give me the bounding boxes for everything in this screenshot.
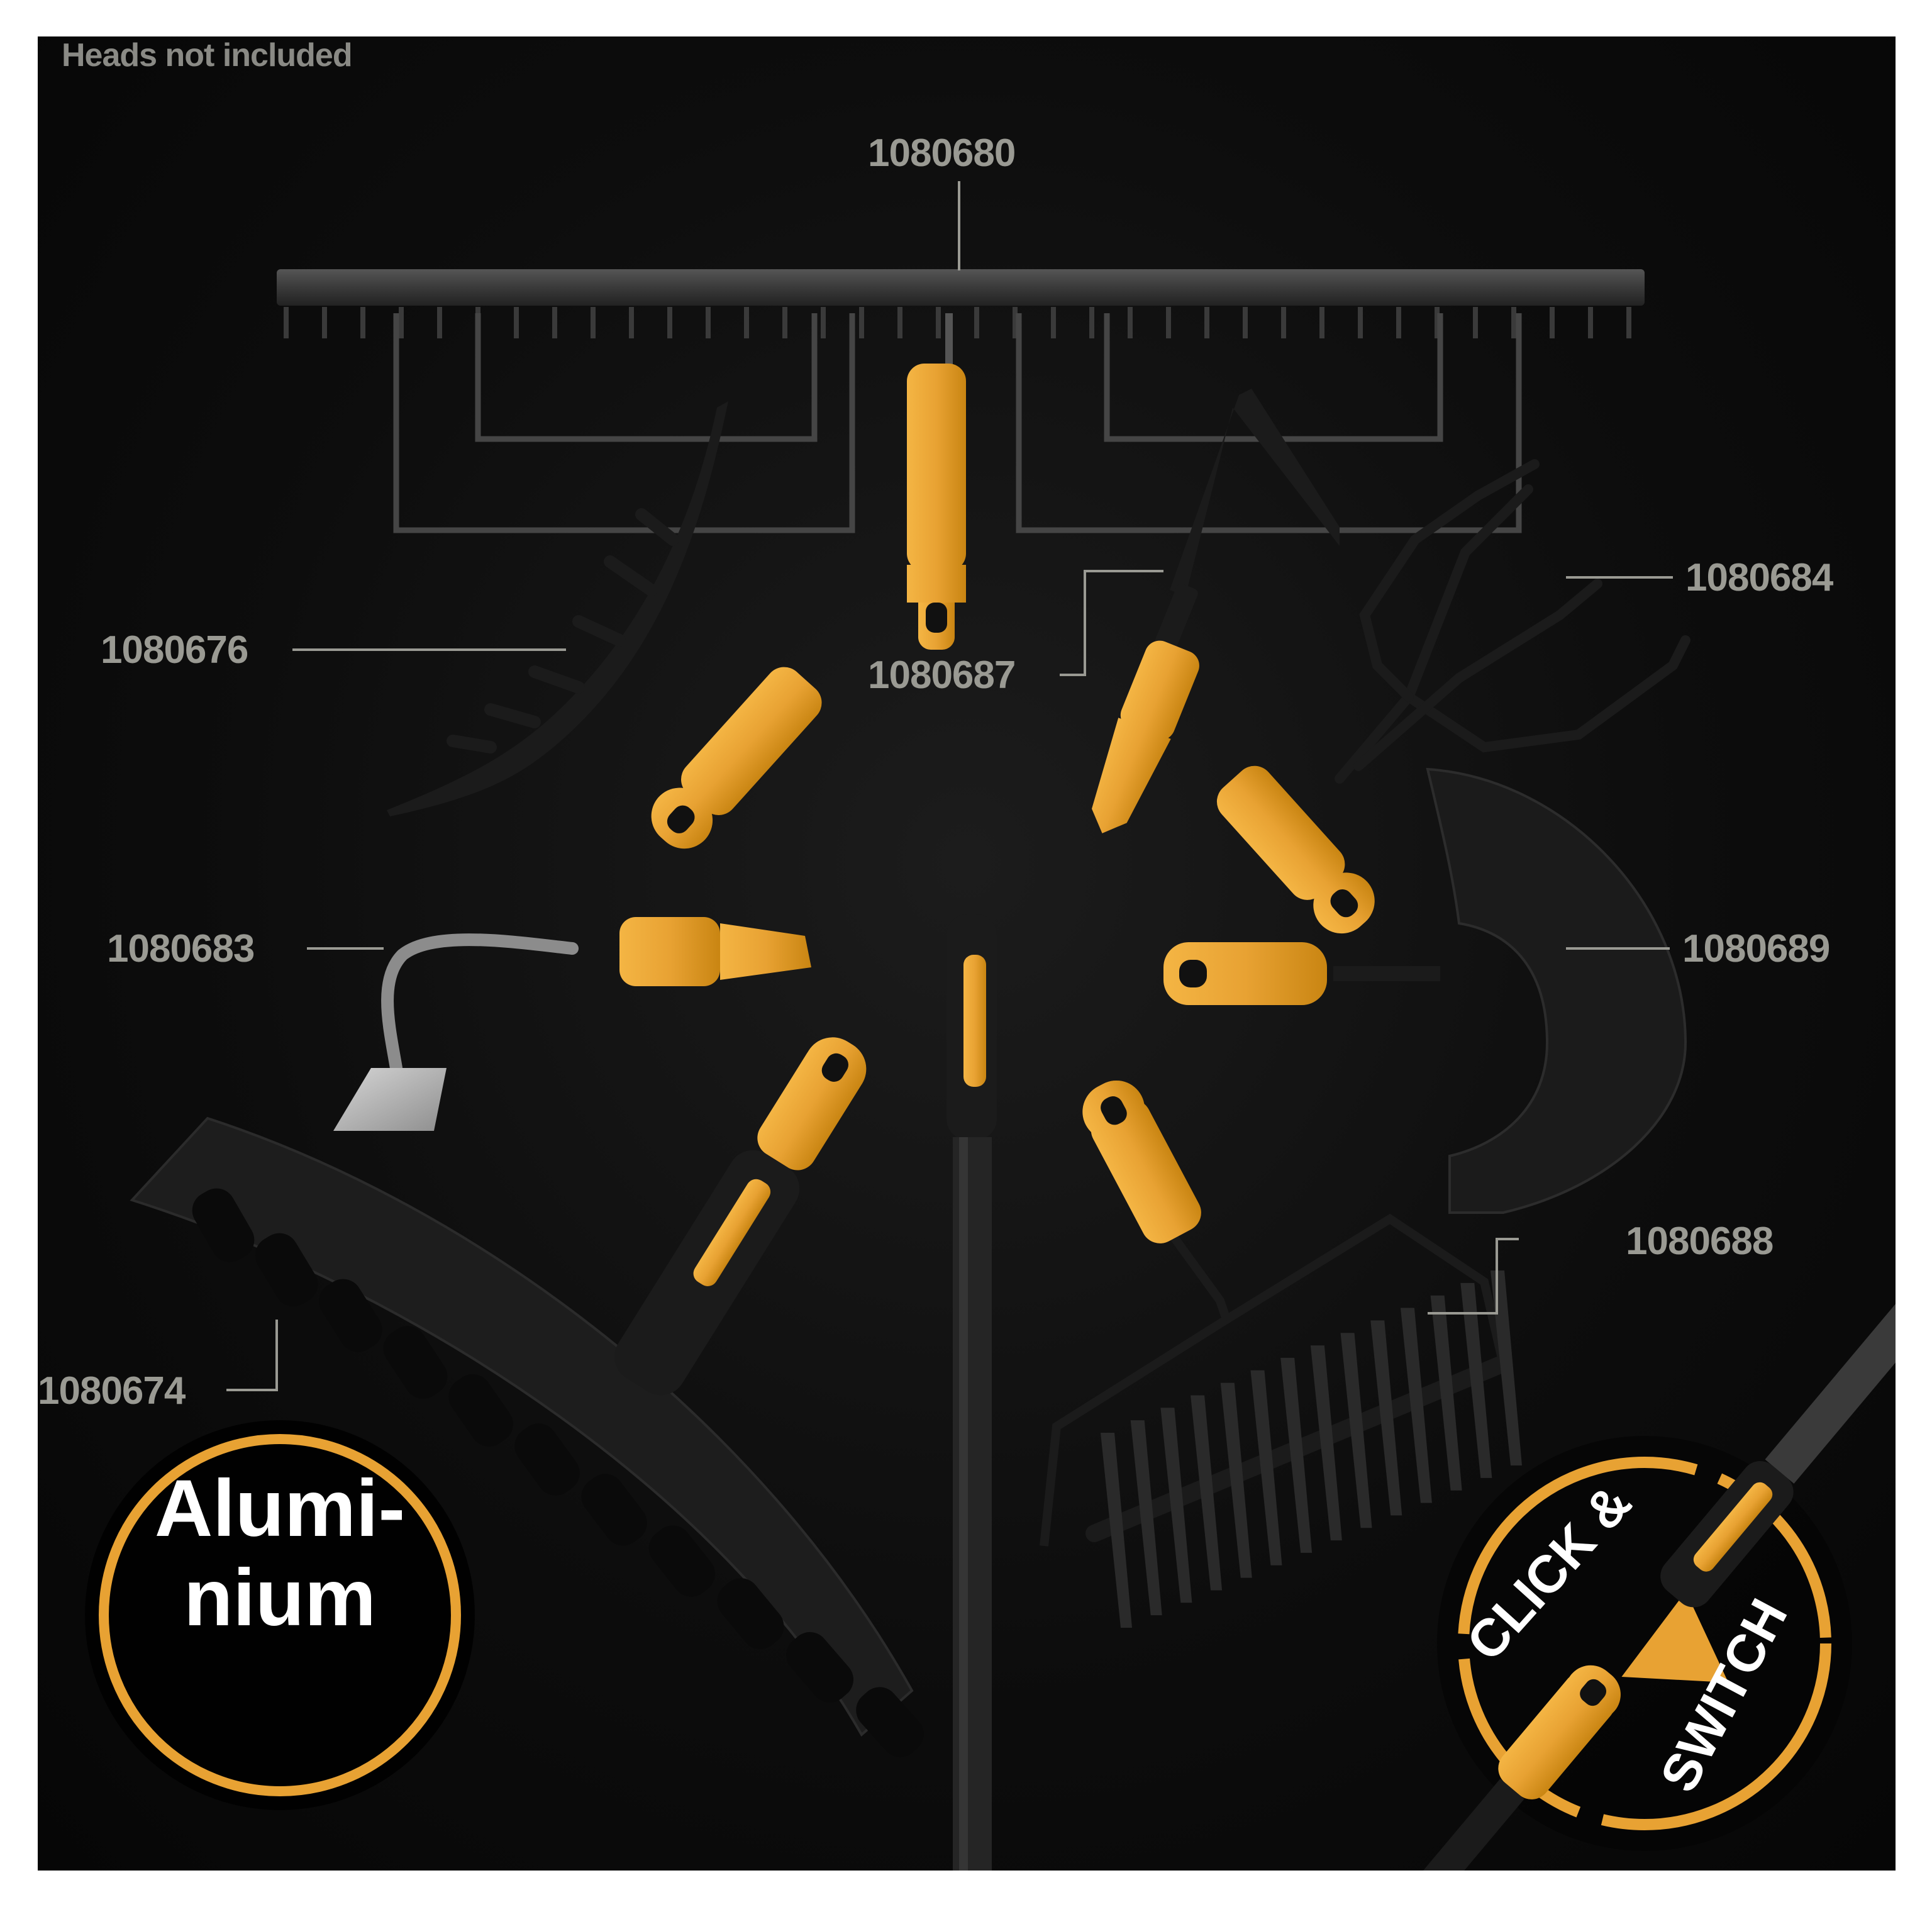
scarifier-blade bbox=[1370, 1320, 1402, 1516]
click-switch-badge: CLICK & SWITCH bbox=[1419, 1276, 1896, 1871]
leaf-rake-slot bbox=[856, 1687, 924, 1757]
label-1080688: 1080688 bbox=[1626, 1220, 1774, 1263]
leaf-rake-slot bbox=[192, 1188, 255, 1262]
label-1080687: 1080687 bbox=[868, 653, 1016, 697]
scarifier-blade bbox=[1400, 1308, 1432, 1503]
scarifier-blade bbox=[1250, 1370, 1282, 1565]
label-1080676: 1080676 bbox=[101, 628, 248, 672]
aluminium-label: Alumi- nium bbox=[154, 1464, 406, 1643]
scarifier-blade bbox=[1491, 1270, 1522, 1465]
label-1080680: 1080680 bbox=[868, 131, 1016, 175]
scarifier-head bbox=[1040, 1080, 1522, 1628]
scarifier-blade bbox=[1340, 1333, 1372, 1528]
leaf-rake-slot bbox=[383, 1326, 448, 1399]
leaf-rake-slot bbox=[581, 1474, 647, 1546]
scarifier-blade bbox=[1101, 1433, 1132, 1628]
leaf-rake-slot bbox=[717, 1578, 784, 1649]
leaf-rake-slot bbox=[319, 1279, 382, 1352]
main-shaft bbox=[947, 914, 997, 1871]
curved-rake-head bbox=[387, 401, 822, 849]
scarifier-blade bbox=[1310, 1345, 1342, 1541]
leaf-rake-slot bbox=[648, 1525, 715, 1597]
wide-rake-head bbox=[277, 269, 1645, 650]
leaf-rake-slot bbox=[514, 1423, 580, 1496]
label-1080689: 1080689 bbox=[1682, 927, 1830, 970]
leaf-rake-slot bbox=[255, 1233, 318, 1307]
cultivator-head bbox=[1335, 459, 1690, 784]
scarifier-blade bbox=[1460, 1282, 1492, 1478]
scraper-head bbox=[333, 917, 811, 1131]
scarifier-blade bbox=[1130, 1420, 1162, 1616]
scarifier-blade bbox=[1430, 1295, 1462, 1491]
scarifier-blade bbox=[1280, 1357, 1313, 1553]
hoe-head bbox=[1091, 389, 1340, 833]
leaf-rake-slot bbox=[448, 1374, 513, 1447]
label-1080684: 1080684 bbox=[1685, 556, 1833, 599]
leaf-rake-slot bbox=[786, 1632, 853, 1703]
play-triangle-icon bbox=[1621, 1591, 1729, 1683]
scarifier-blade bbox=[1191, 1395, 1223, 1591]
scarifier-blade bbox=[1220, 1382, 1252, 1578]
product-panel: Heads not included bbox=[38, 36, 1896, 1871]
label-1080683: 1080683 bbox=[107, 927, 255, 970]
edger-head bbox=[1163, 767, 1687, 1214]
heads-not-included-note: Heads not included bbox=[62, 37, 353, 74]
leader-lines bbox=[226, 181, 1673, 1391]
label-1080674: 1080674 bbox=[38, 1369, 186, 1413]
scarifier-blade bbox=[1160, 1408, 1192, 1603]
cultivator-grip bbox=[1216, 765, 1375, 934]
tools-illustration: CLICK & SWITCH bbox=[85, 181, 1896, 1871]
leaf-rake-head bbox=[130, 1037, 924, 1757]
aluminium-badge bbox=[85, 1420, 475, 1810]
